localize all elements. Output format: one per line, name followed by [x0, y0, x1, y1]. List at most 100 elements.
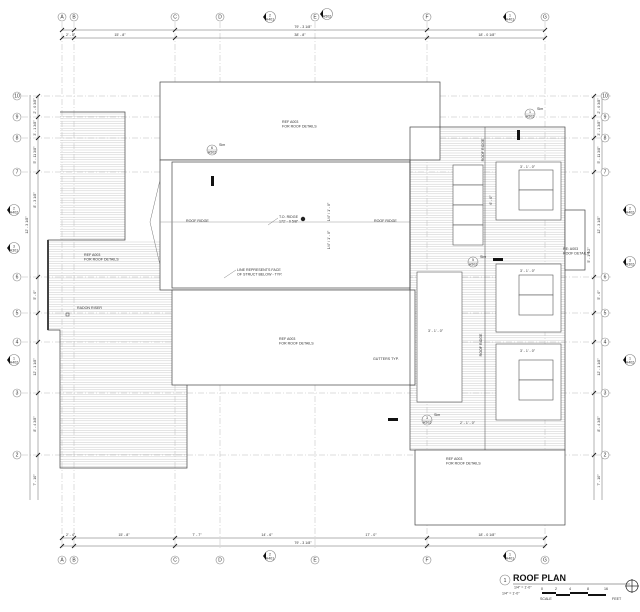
dim-local: 1/4" / 1' - 0"	[327, 230, 331, 249]
scale-tick: 4	[569, 587, 571, 591]
scale-segment	[570, 592, 588, 594]
dimension-lines	[29, 29, 603, 547]
unit-label: FEET	[612, 597, 622, 601]
dim-left: 12' - 1 1/8"	[33, 358, 37, 376]
svg-text:A401: A401	[506, 556, 514, 560]
scale-label: SCALE	[540, 597, 552, 601]
grid-bubble-col: F	[422, 12, 432, 22]
svg-text:A: A	[60, 15, 64, 21]
roof-ridge-label: ROOF RIDGE	[374, 219, 397, 223]
section-marker[interactable]: A502	[320, 8, 333, 20]
dim-top-overall: 79' - 3 1/8"	[294, 25, 312, 29]
svg-text:C: C	[173, 558, 177, 564]
svg-text:G: G	[543, 15, 547, 21]
dim-right: 12' - 3 1/8"	[597, 216, 601, 234]
svg-text:3: 3	[604, 391, 607, 397]
dim-top: 2' - 0"	[66, 33, 76, 37]
svg-text:Sim: Sim	[537, 107, 543, 111]
scale-segment	[588, 594, 606, 596]
svg-text:5: 5	[472, 258, 474, 262]
svg-text:D: D	[218, 15, 222, 21]
drawing-title: ROOF PLAN	[513, 573, 566, 583]
dim-local: 3' - 1' - 0"	[520, 165, 536, 169]
dim-bottom-overall: 79' - 3 1/8"	[294, 541, 312, 545]
grid-bubble-row: 3	[600, 388, 610, 398]
dim-left: 5' - 11 3/8"	[33, 146, 37, 164]
svg-text:1: 1	[509, 553, 511, 557]
dim-local: 6' - 0"	[489, 195, 493, 205]
grid-bubble-row: 5	[600, 308, 610, 318]
svg-text:7: 7	[604, 170, 607, 176]
svg-text:9: 9	[604, 115, 607, 121]
grid-bubble-row: 8	[12, 133, 22, 143]
grid-bubble-row: 4	[600, 337, 610, 347]
radon-note: RADON RISER	[77, 306, 102, 310]
grid-bubble-row: 10	[600, 91, 610, 101]
dim-bottom: 7' - 7"	[192, 533, 202, 537]
svg-text:5: 5	[604, 311, 607, 317]
dim-bottom: 18' - 0 1/8"	[478, 533, 496, 537]
svg-text:A502: A502	[469, 263, 477, 267]
dim-right: 7' - 10"	[597, 474, 601, 486]
grid-bubble-row: 7	[12, 167, 22, 177]
svg-text:A502: A502	[423, 421, 431, 425]
svg-text:C: C	[173, 15, 177, 21]
svg-text:A401: A401	[266, 556, 274, 560]
svg-text:3: 3	[629, 259, 631, 263]
svg-text:7: 7	[16, 170, 19, 176]
svg-text:10: 10	[14, 94, 20, 100]
dim-top: 18' - 0 1/8"	[478, 33, 496, 37]
grid-bubble-col: B	[69, 12, 79, 22]
dim-local: 1/4" / 1' - 0"	[327, 202, 331, 221]
dim-left: 2' - 0 3/8"	[33, 98, 37, 114]
svg-text:Sim: Sim	[219, 143, 225, 147]
svg-text:4: 4	[16, 340, 19, 346]
elevation-target-icon	[300, 216, 306, 222]
svg-text:9: 9	[16, 115, 19, 121]
svg-text:G: G	[543, 558, 547, 564]
dim-top: 15' - 8"	[114, 33, 126, 37]
svg-text:4: 4	[604, 340, 607, 346]
svg-text:Sim: Sim	[480, 255, 486, 259]
dim-local: 3' - 1' - 0"	[520, 349, 536, 353]
grid-bubble-row: 2	[600, 450, 610, 460]
svg-text:B: B	[72, 15, 76, 21]
grid-bubble-row: 2	[12, 450, 22, 460]
svg-text:D: D	[218, 558, 222, 564]
dim-bottom: 2' - 4"	[66, 533, 76, 537]
gutter-note: GUTTERS TYP.	[373, 357, 399, 361]
detail-tags	[211, 130, 520, 421]
scale-segment	[542, 592, 556, 594]
dim-top: 38' - 8"	[294, 33, 306, 37]
dimension-ticks	[35, 27, 597, 549]
svg-text:2: 2	[13, 207, 15, 211]
dim-left: 5' - 0"	[33, 290, 37, 300]
grid-bubble-row: 6	[600, 272, 610, 282]
svg-text:F: F	[425, 15, 428, 21]
svg-text:6: 6	[16, 275, 19, 281]
svg-text:A402: A402	[626, 360, 634, 364]
grid-bubble-col: B	[69, 555, 79, 565]
grid-bubble-col: E	[310, 12, 320, 22]
roof-ridge-label: ROOF RIDGE	[479, 333, 483, 356]
